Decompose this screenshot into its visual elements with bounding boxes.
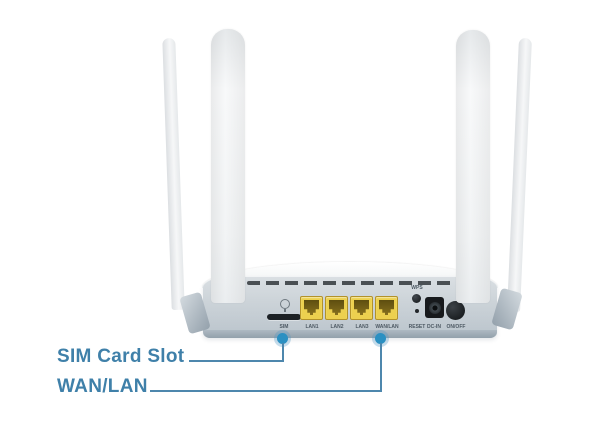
lan1-label: LAN1 [305,324,319,330]
lan2-port [325,296,348,320]
antenna-right-inner [456,30,490,303]
router-rear-panel: SIM LAN1 LAN2 LAN3 WAN/LAN WPS RESET DC-… [203,277,497,338]
rj45-jack-icon [354,300,369,315]
wan-lan-port [375,296,398,320]
wan-callout-hline [150,390,382,392]
sim-callout-dot [277,333,288,344]
ethernet-ports [300,296,398,320]
sim-card-slot [267,314,301,320]
power-button [446,301,465,320]
lan1-port [300,296,323,320]
sim-card-slot-callout-label: SIM Card Slot [57,346,185,367]
reset-pinhole [415,309,419,313]
wan-callout-vline [380,343,382,392]
dc-in-jack [425,297,444,318]
rj45-jack-icon [379,300,394,315]
wan-lan-label: WAN/LAN [375,324,399,330]
rj45-jack-icon [304,300,319,315]
sim-callout-vline [282,343,284,362]
vent-slots [247,281,459,285]
dc-in-label: DC-IN [427,324,441,330]
sim-slot-label: SIM [279,324,289,330]
antenna-left-inner [211,29,245,303]
lan3-port [350,296,373,320]
rj45-jack-icon [329,300,344,315]
lan2-label: LAN2 [330,324,344,330]
antenna-left-outer [162,37,185,311]
reset-label: RESET [408,324,426,330]
lan3-label: LAN3 [355,324,369,330]
panel-bottom-edge [203,330,497,338]
wps-label: WPS [411,285,423,291]
sim-eject-icon [280,299,290,312]
antenna-right-outer [507,37,532,313]
wan-callout-dot [375,333,386,344]
wps-button [412,294,421,303]
wan-lan-callout-label: WAN/LAN [57,376,148,397]
power-label: ON/OFF [446,324,466,330]
sim-callout-hline [189,360,284,362]
